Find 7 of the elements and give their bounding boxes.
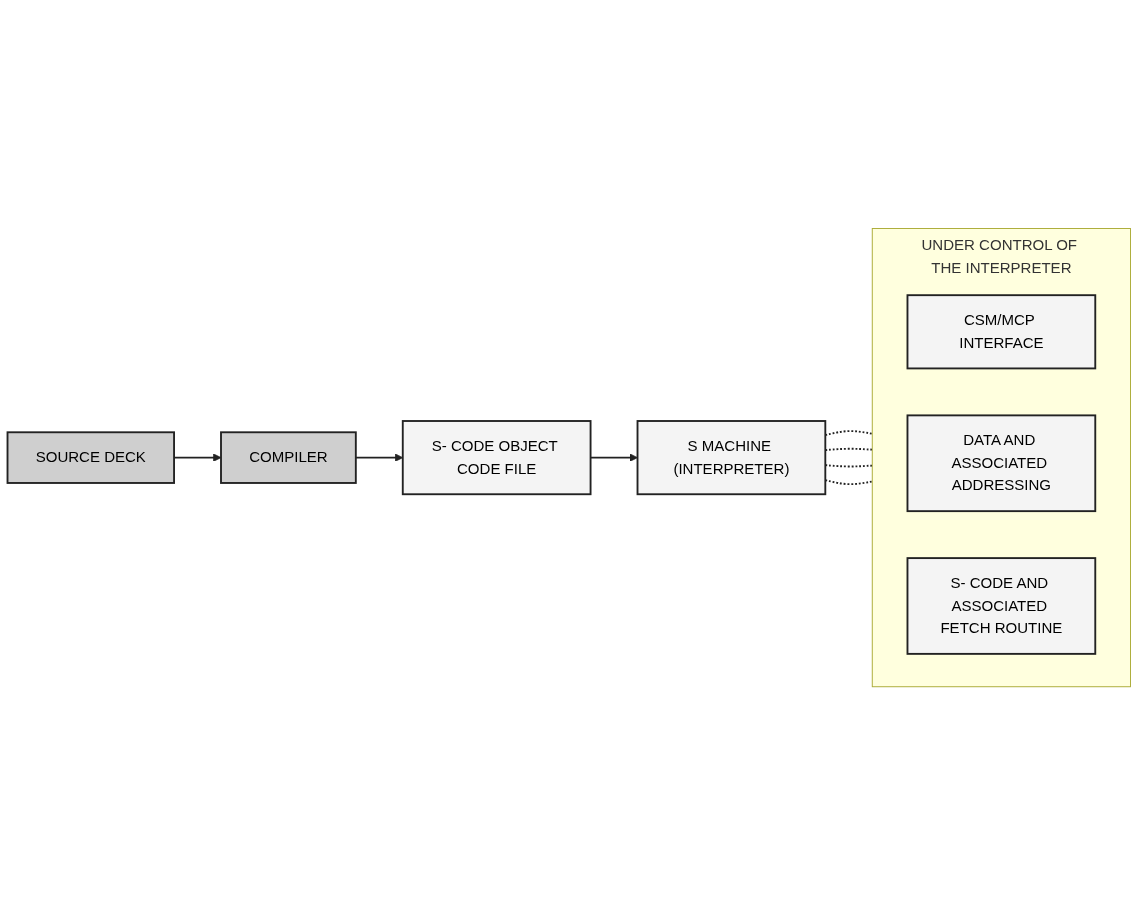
node-box: COMPILER: [220, 431, 357, 484]
node-box: SOURCE DECK: [6, 431, 175, 484]
node-box: S MACHINE (INTERPRETER): [636, 419, 827, 496]
node-box: S- CODE OBJECT CODE FILE: [401, 419, 592, 496]
node-box: S- CODE AND ASSOCIATED FETCH ROUTINE: [906, 557, 1097, 655]
node-box: DATA AND ASSOCIATED ADDRESSING: [906, 414, 1097, 512]
node-box: CSM/MCP INTERFACE: [906, 294, 1097, 370]
